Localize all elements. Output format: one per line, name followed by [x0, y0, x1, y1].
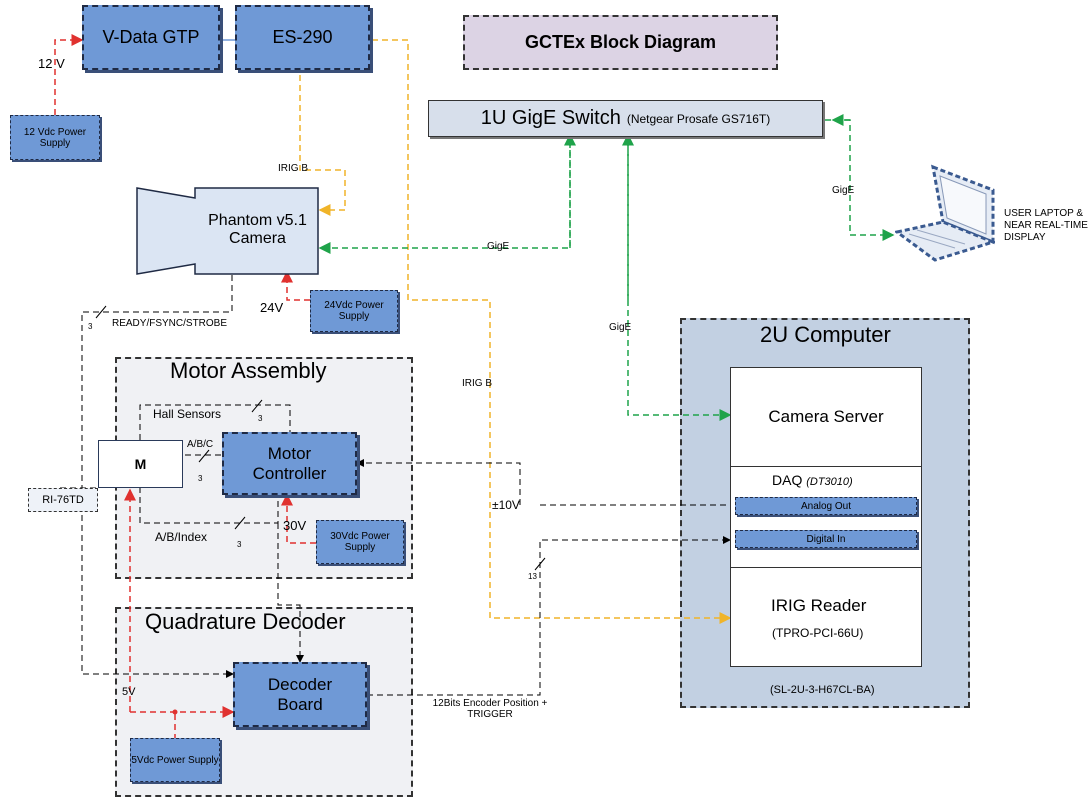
switch-model: (Netgear Prosafe GS716T) [626, 111, 771, 126]
bus3-ready: 3 [88, 322, 93, 331]
label-gige-laptop: GigE [832, 185, 855, 196]
vdata-gtp-box: V-Data GTP [82, 5, 220, 70]
analog-out-box: Analog Out [735, 497, 917, 515]
label-encoder: 12Bits Encoder Position + TRIGGER [432, 698, 548, 720]
decoder-board-box: Decoder Board [233, 662, 367, 727]
computer-inner [730, 367, 922, 667]
motor-controller-box: Motor Controller [222, 432, 357, 495]
label-gige-server: GigE [609, 322, 632, 333]
irig-reader-label: IRIG Reader [771, 596, 867, 615]
camera-line1: Phantom v5.1 [208, 212, 307, 229]
camera-server-box: Camera Server [768, 406, 884, 426]
laptop-icon [895, 164, 995, 262]
divider-1 [730, 466, 922, 467]
label-abindex: A/B/Index [155, 530, 208, 544]
motor-m-box: M [98, 440, 183, 488]
chassis-label: (SL-2U-3-H67CL-BA) [770, 684, 875, 696]
label-ready: READY/FSYNC/STROBE [112, 318, 228, 329]
daq-label: DAQ (DT3010) [772, 472, 853, 488]
label-irigb-mid: IRIG B [462, 378, 493, 389]
decoder-line2: Board [277, 694, 323, 714]
quad-decoder-title: Quadrature Decoder [145, 609, 346, 634]
label-irigb-top: IRIG B [278, 163, 309, 174]
bus3-hall: 3 [258, 414, 263, 423]
label-12v: 12 V [38, 56, 65, 71]
label-24v: 24V [260, 300, 284, 315]
camera-line2: Camera [229, 230, 286, 247]
label-5v: 5V [122, 686, 136, 698]
computer-title: 2U Computer [760, 322, 891, 347]
label-pm10v: ±10V [492, 498, 520, 512]
motor-ctrl-line2: Controller [252, 463, 327, 483]
laptop-label: USER LAPTOP & NEAR REAL-TIME DISPLAY [1004, 208, 1088, 243]
irig-model-label: (TPRO-PCI-66U) [772, 626, 864, 640]
camera-shape [136, 187, 319, 275]
bus3-abindex: 3 [237, 540, 242, 549]
motor-assembly-title: Motor Assembly [170, 358, 327, 383]
bus13: 13 [528, 572, 537, 581]
psu-24v-box: 24Vdc Power Supply [310, 290, 398, 332]
label-hall: Hall Sensors [153, 407, 222, 421]
es290-box: ES-290 [235, 5, 370, 70]
psu-30v-box: 30Vdc Power Supply [316, 520, 404, 564]
daq-model: (DT3010) [806, 476, 853, 488]
motor-ctrl-line1: Motor [267, 443, 312, 463]
label-abc: A/B/C [187, 439, 214, 450]
switch-name: 1U GigE Switch [480, 107, 621, 129]
psu-5v-box: 5Vdc Power Supply [130, 738, 220, 782]
digital-in-box: Digital In [735, 530, 917, 548]
camera-label: Phantom v5.1 Camera [195, 205, 320, 255]
daq-text: DAQ [772, 472, 803, 488]
ri76td-box: RI-76TD [28, 488, 98, 512]
divider-2 [730, 567, 922, 568]
psu-12v-box: 12 Vdc Power Supply [10, 115, 100, 160]
bus3-abc: 3 [198, 474, 203, 483]
gige-switch-box: 1U GigE Switch (Netgear Prosafe GS716T) [428, 100, 823, 137]
label-gige-camera: GigE [487, 241, 510, 252]
label-30v: 30V [283, 518, 307, 533]
decoder-line1: Decoder [267, 674, 333, 694]
diagram-title: GCTEx Block Diagram [463, 15, 778, 70]
